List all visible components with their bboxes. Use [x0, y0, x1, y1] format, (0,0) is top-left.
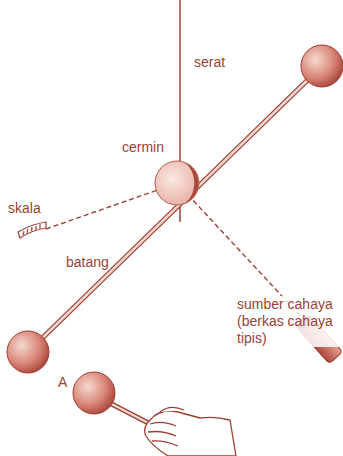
- part-label: skala: [8, 200, 41, 217]
- sphere: [73, 372, 115, 414]
- scale-symbol: [18, 222, 46, 238]
- light-beam: [46, 185, 172, 229]
- part-label: A: [58, 374, 67, 391]
- part-label: sumber cahaya (berkas cahaya tipis): [235, 296, 341, 347]
- mirror: [155, 161, 199, 205]
- sphere: [301, 45, 343, 87]
- part-label: batang: [66, 254, 109, 271]
- sphere: [7, 331, 49, 373]
- hand: [145, 407, 236, 456]
- part-label: cermin: [122, 139, 164, 156]
- part-label: serat: [194, 54, 225, 71]
